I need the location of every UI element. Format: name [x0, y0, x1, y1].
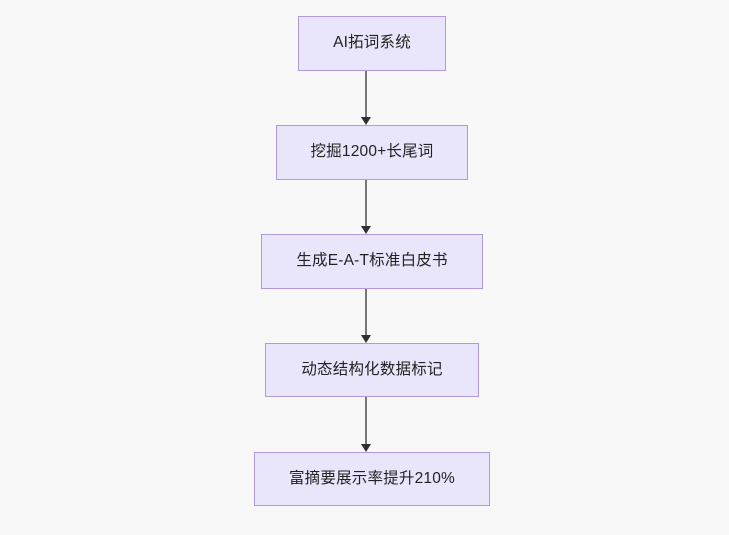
connector-line	[365, 71, 367, 117]
flow-node-label: AI拓词系统	[333, 34, 411, 52]
flow-node-ai-keyword-system[interactable]: AI拓词系统	[298, 16, 446, 71]
flow-connector-1	[356, 71, 376, 125]
flow-connector-4	[356, 397, 376, 452]
flow-node-generate-eat-whitepaper[interactable]: 生成E-A-T标准白皮书	[261, 234, 483, 289]
connector-line	[365, 289, 367, 335]
arrowhead-icon	[361, 335, 371, 343]
arrowhead-icon	[361, 226, 371, 234]
flow-node-label: 生成E-A-T标准白皮书	[296, 252, 448, 270]
connector-line	[365, 397, 367, 444]
flow-node-label: 挖掘1200+长尾词	[310, 143, 434, 161]
flow-node-dynamic-structured-data-markup[interactable]: 动态结构化数据标记	[265, 343, 479, 397]
flow-node-mine-longtail-keywords[interactable]: 挖掘1200+长尾词	[276, 125, 468, 180]
flow-connector-3	[356, 289, 376, 343]
flow-connector-2	[356, 180, 376, 234]
flow-node-rich-snippet-impression-lift[interactable]: 富摘要展示率提升210%	[254, 452, 490, 506]
connector-line	[365, 180, 367, 226]
flow-node-label: 动态结构化数据标记	[301, 360, 443, 378]
flow-node-label: 富摘要展示率提升210%	[288, 469, 456, 487]
arrowhead-icon	[361, 117, 371, 125]
arrowhead-icon	[361, 444, 371, 452]
